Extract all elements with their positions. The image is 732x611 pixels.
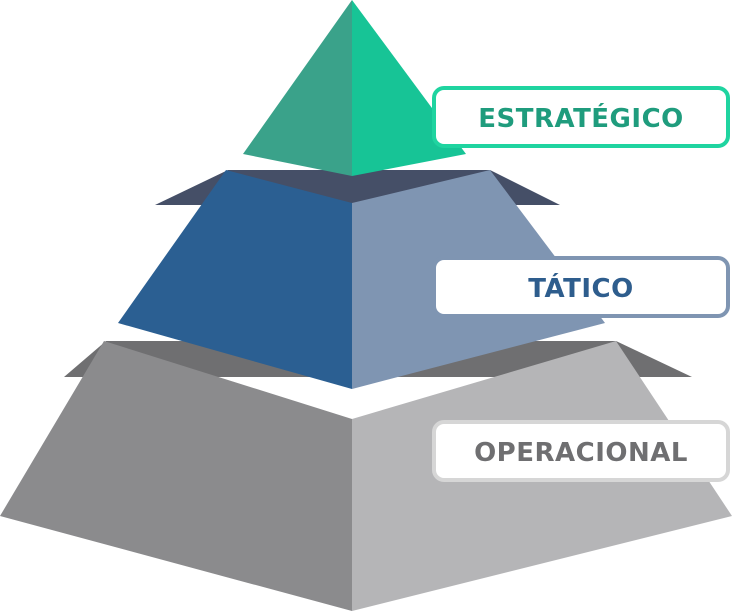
label-operacional: OPERACIONAL xyxy=(432,420,730,482)
label-estrategico-box xyxy=(432,86,730,148)
top-left-face xyxy=(243,0,352,176)
label-tatico-text: TÁTICO xyxy=(528,272,633,304)
base-left-face xyxy=(0,341,352,611)
label-operacional-text: OPERACIONAL xyxy=(474,438,688,468)
label-estrategico: ESTRATÉGICO xyxy=(432,86,730,148)
label-estrategico-text: ESTRATÉGICO xyxy=(478,102,684,134)
label-operacional-box xyxy=(432,420,730,482)
label-tatico: TÁTICO xyxy=(432,256,730,318)
label-tatico-box xyxy=(432,256,730,318)
middle-left-face xyxy=(118,170,352,389)
